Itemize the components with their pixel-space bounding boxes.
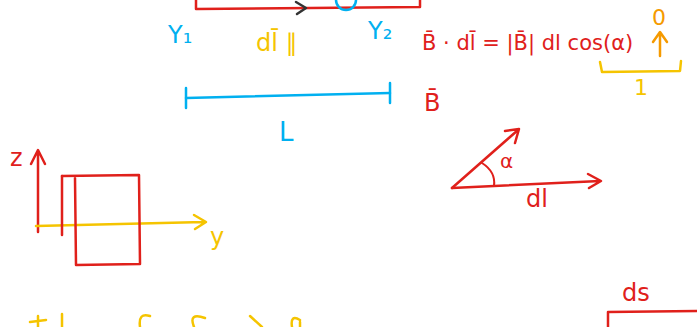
handwritten-label: B̄ [424,90,440,116]
handwritten-label: L [279,118,294,147]
handwritten-label: dl̄ ∥ [256,30,298,56]
handwritten-label: z [10,145,23,171]
handwritten-label: dl [526,186,548,212]
handwritten-label: 0 [652,6,666,30]
handwritten-label: B̄ · dl̄ = |B̄| dl cos(α) [422,32,633,55]
handwritten-label: α [500,150,513,172]
handwritten-label: Y₂ [368,18,392,44]
handwritten-label: ds [622,280,650,306]
handwritten-label: y [210,224,224,250]
handwritten-label: Y₁ [168,22,192,48]
handwritten-label: 1 [634,76,648,100]
